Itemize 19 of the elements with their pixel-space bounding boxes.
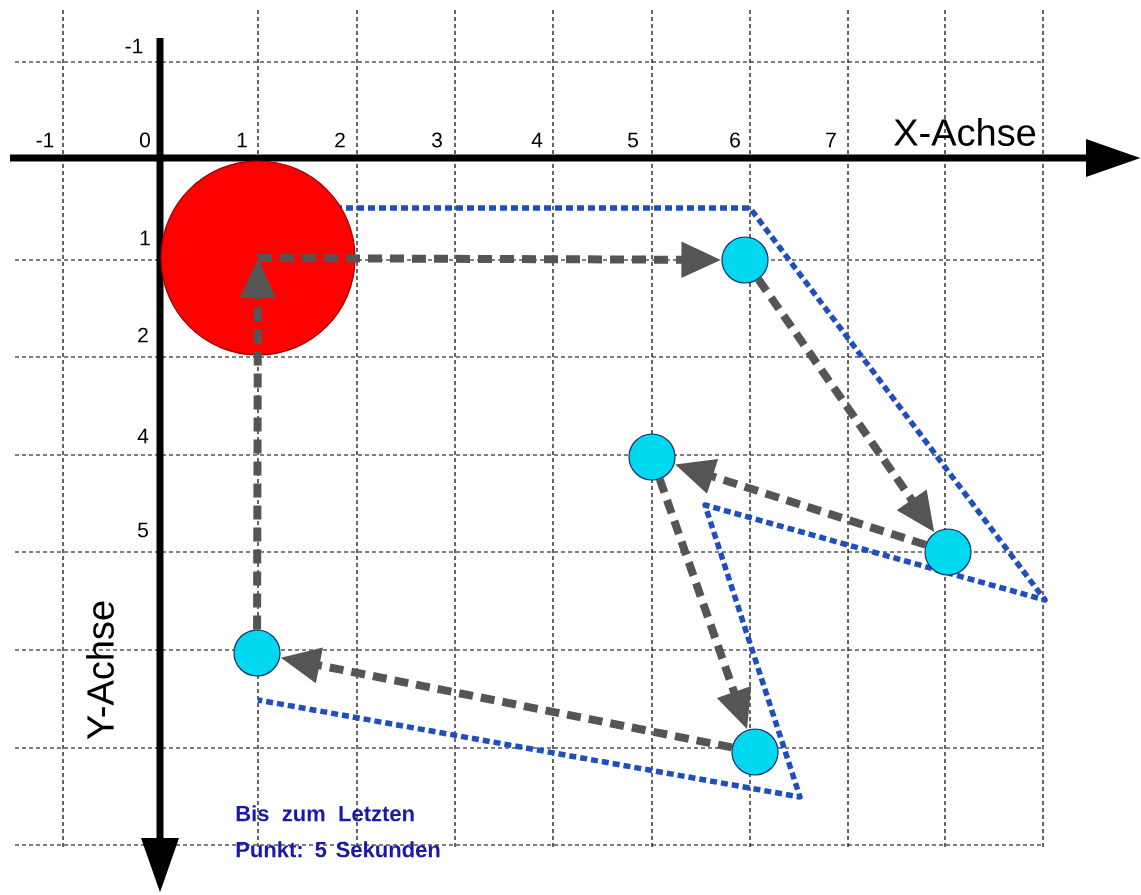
- note-text: Bis zum Letzten Punkt: 5 Sekunden: [236, 805, 440, 858]
- axis-title: X-Achse: [894, 118, 1036, 146]
- point-circle: [721, 236, 769, 284]
- axis-tick-label: 4: [531, 132, 543, 148]
- point-circle: [731, 728, 779, 776]
- axis-tick-label: -1: [125, 38, 143, 54]
- axis-tick-label: 4: [137, 428, 149, 444]
- axis-tick-label: -1: [36, 132, 54, 148]
- big-circle: [160, 160, 356, 356]
- axis-tick-label: 5: [138, 522, 148, 538]
- axis-tick-label: 3: [431, 132, 442, 148]
- axis-tick-label: 7: [826, 132, 836, 148]
- axis-tick-label: 0: [140, 132, 150, 148]
- point-circle: [233, 629, 281, 677]
- axis-title: Y-Achse: [86, 601, 114, 740]
- axis-tick-label: 5: [628, 132, 638, 148]
- axis-tick-label: 6: [730, 132, 740, 148]
- point-circle: [924, 528, 972, 576]
- point-circle: [628, 433, 676, 481]
